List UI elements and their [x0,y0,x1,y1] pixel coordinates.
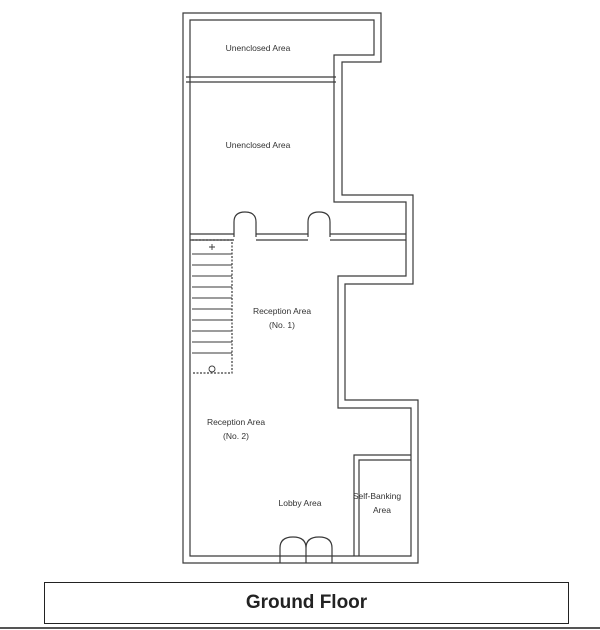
room-label-self-banking-line1: Self-Banking [353,491,401,501]
room-label-lobby: Lobby Area [278,498,321,508]
inner-wall [189,19,412,557]
stair-rail [209,244,215,250]
self-banking-wall-2 [358,459,411,556]
room-label-reception-2-line2: (No. 2) [223,431,249,441]
door-left [233,211,257,237]
room-label-unenclosed-1: Unenclosed Area [226,43,291,53]
door-right [307,211,331,237]
self-banking-wall [353,454,411,556]
entrance-door [279,536,333,563]
room-label-reception-2-line1: Reception Area [207,417,265,427]
room-label-reception-1-line2: (No. 1) [269,320,295,330]
bottom-rule [0,627,600,629]
outer-wall [182,12,419,564]
room-label-self-banking-line2: Area [373,505,391,515]
staircase [192,239,233,374]
room-label-reception-1-line1: Reception Area [253,306,311,316]
floor-plan-drawing: Unenclosed Area Unenclosed Area Receptio… [182,12,419,564]
floor-caption-box: Ground Floor [44,582,569,624]
room-label-unenclosed-2: Unenclosed Area [226,140,291,150]
floor-caption-title: Ground Floor [245,592,368,613]
stair-start-marker [208,365,216,373]
stair-treads [192,253,232,354]
